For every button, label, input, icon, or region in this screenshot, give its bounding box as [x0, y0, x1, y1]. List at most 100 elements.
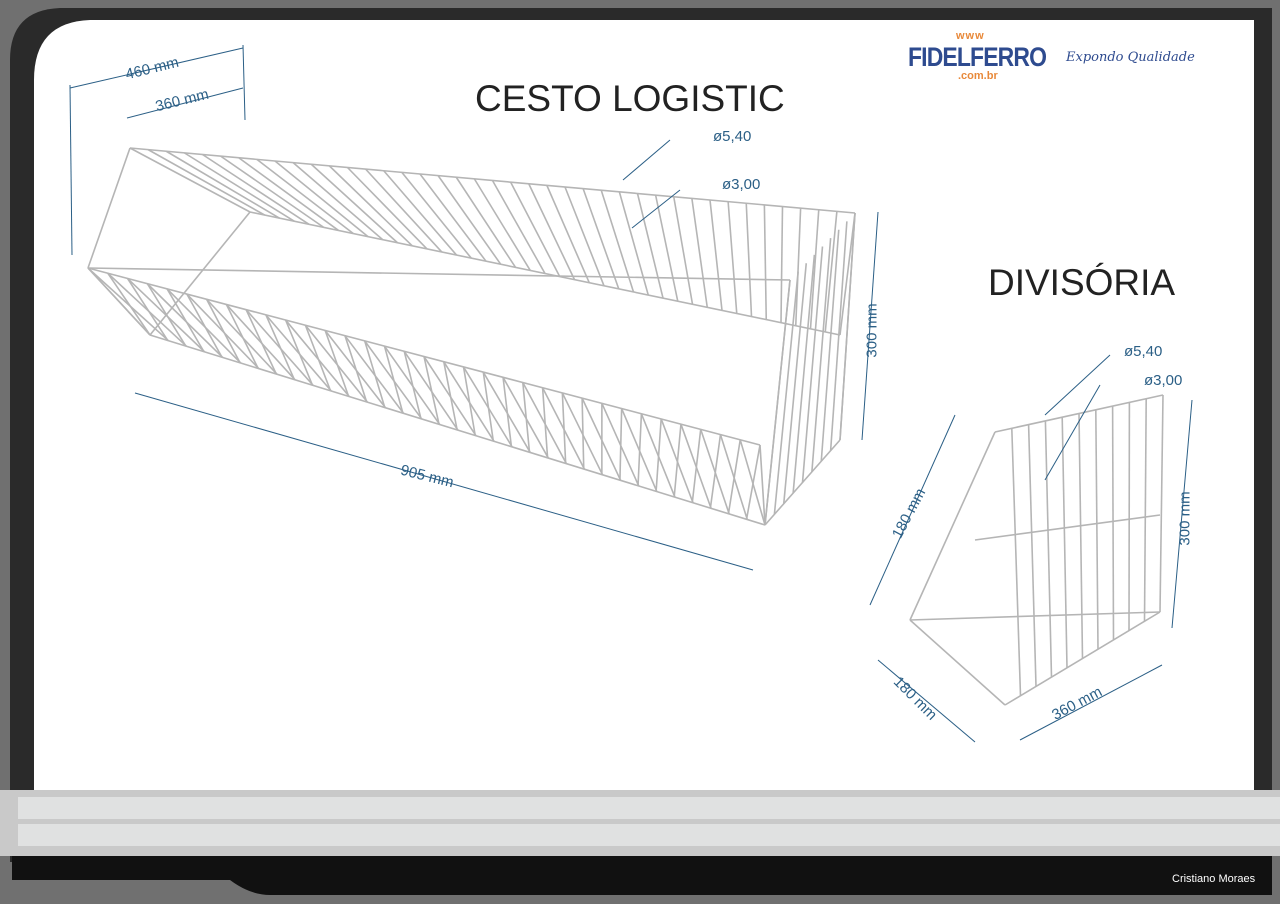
- wire: [129, 147, 251, 213]
- div-dim-wire-thick: ø5,40: [1124, 343, 1163, 360]
- wire: [166, 288, 205, 353]
- wire: [522, 382, 531, 453]
- wire: [709, 199, 723, 311]
- wire: [147, 148, 266, 216]
- frame-wire: [909, 619, 1006, 706]
- frame-wire: [129, 147, 856, 214]
- wire: [1078, 413, 1084, 659]
- wire: [423, 356, 440, 425]
- author-credit: Cristiano Moraes: [1172, 873, 1256, 885]
- wire: [561, 392, 567, 464]
- div-dim-wire-thin: ø3,00: [1144, 372, 1183, 389]
- wire: [502, 377, 513, 447]
- wire: [202, 153, 310, 225]
- brand-slogan: Expondo Qualidade: [1066, 50, 1195, 65]
- frame-wire: [87, 147, 131, 269]
- dimension-lines: [69, 44, 1193, 743]
- wire: [1143, 398, 1147, 622]
- wire: [126, 277, 169, 341]
- wire: [794, 208, 802, 326]
- wire: [256, 158, 354, 235]
- frame-wire: [909, 611, 1161, 621]
- dimension-line: [1044, 354, 1111, 416]
- wire: [183, 152, 295, 222]
- dimension-line: [69, 84, 73, 256]
- wire: [528, 183, 576, 280]
- wire: [442, 361, 458, 431]
- dimension-line: [1019, 664, 1163, 741]
- dimension-line: [622, 139, 671, 181]
- logo-name: FIDELFERRO: [908, 42, 1047, 72]
- wire: [363, 340, 386, 408]
- wire: [727, 439, 742, 514]
- wire: [564, 186, 605, 287]
- wire: [205, 298, 241, 364]
- wire: [780, 206, 784, 323]
- frame-wire: [249, 211, 841, 336]
- dimension-line: [1044, 384, 1101, 481]
- wire: [1027, 424, 1037, 687]
- wire: [238, 157, 339, 232]
- wire: [654, 194, 679, 302]
- wire: [324, 330, 350, 397]
- wire: [292, 162, 384, 241]
- div-dim-height: 300 mm: [1176, 491, 1194, 546]
- wire: [365, 168, 443, 253]
- wire: [759, 444, 766, 526]
- wire: [403, 351, 422, 419]
- dimension-line: [134, 392, 754, 571]
- wire: [727, 201, 738, 314]
- wire: [225, 304, 259, 369]
- wire: [792, 254, 816, 494]
- dimension-line: [1171, 399, 1193, 629]
- dimension-line: [631, 189, 681, 229]
- wire: [811, 238, 832, 472]
- wire: [328, 165, 413, 247]
- dimension-line: [126, 87, 244, 119]
- wire: [462, 366, 477, 436]
- basket-title: CESTO LOGISTIC: [475, 78, 785, 119]
- wire: [820, 229, 840, 462]
- wire: [691, 429, 702, 503]
- wire: [146, 283, 187, 347]
- wire: [107, 272, 151, 336]
- wire: [764, 279, 791, 526]
- wire: [581, 398, 585, 470]
- dimension-line: [242, 44, 246, 121]
- wire: [541, 387, 549, 458]
- wire: [245, 309, 277, 375]
- wire: [773, 271, 799, 515]
- divider-title: DIVISÓRIA: [988, 262, 1176, 303]
- wire: [636, 193, 664, 299]
- wire: [801, 246, 824, 483]
- wire: [344, 335, 368, 403]
- wire: [284, 319, 314, 386]
- dimension-line: [69, 47, 244, 89]
- dim-wire-thin: ø3,00: [722, 176, 761, 193]
- wire: [582, 188, 620, 290]
- dimension-line: [861, 211, 879, 441]
- wire: [655, 418, 662, 492]
- wire: [672, 196, 694, 305]
- frame-wire: [1159, 394, 1164, 613]
- wire: [455, 176, 517, 268]
- wire: [763, 204, 768, 320]
- dim-height: 300 mm: [863, 303, 881, 358]
- wire: [1011, 428, 1022, 696]
- frame-wire: [909, 431, 996, 621]
- wire: [186, 293, 223, 358]
- frame-wire: [87, 267, 791, 281]
- logo-www: www: [956, 30, 985, 42]
- wire: [691, 198, 709, 308]
- wire: [745, 444, 761, 520]
- wire: [546, 185, 590, 284]
- wire: [482, 372, 495, 442]
- wire: [419, 173, 487, 262]
- wire: [1095, 409, 1099, 650]
- wire: [265, 314, 296, 380]
- wire: [745, 203, 753, 317]
- wire: [619, 408, 623, 481]
- wire: [491, 180, 546, 274]
- wire: [1044, 420, 1053, 678]
